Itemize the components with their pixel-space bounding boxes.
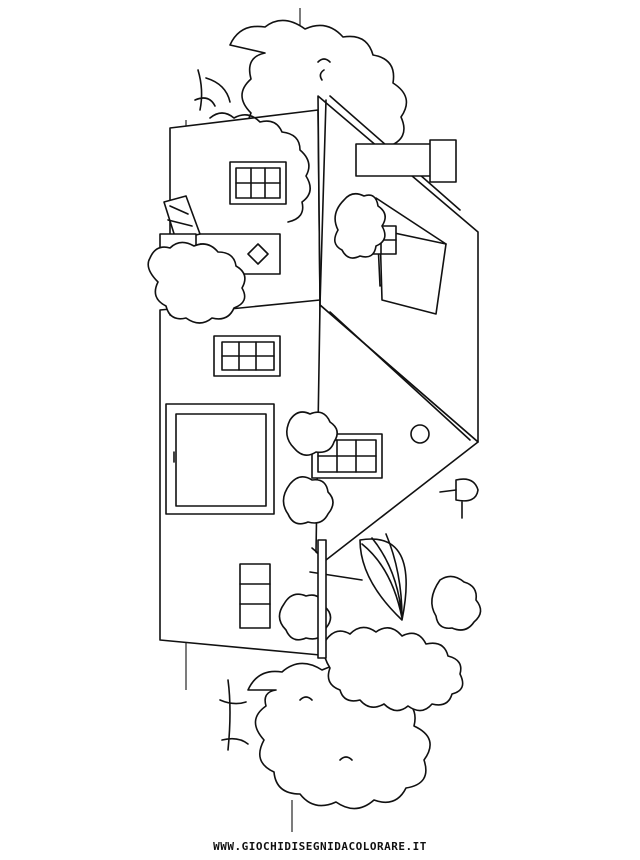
hedge <box>322 575 482 712</box>
patio-umbrella <box>309 533 407 621</box>
window-upper <box>229 161 287 205</box>
website-credit: WWW.GIOCHIDISEGNIDACOLORARE.IT <box>213 840 427 853</box>
window-middle <box>213 335 281 377</box>
garden-tool <box>439 478 479 519</box>
roof-vent <box>410 424 430 444</box>
porch-steps <box>159 195 201 251</box>
chimney <box>355 139 457 183</box>
patio-post <box>317 539 327 659</box>
garage-door <box>165 403 275 515</box>
window-narrow <box>239 563 271 629</box>
